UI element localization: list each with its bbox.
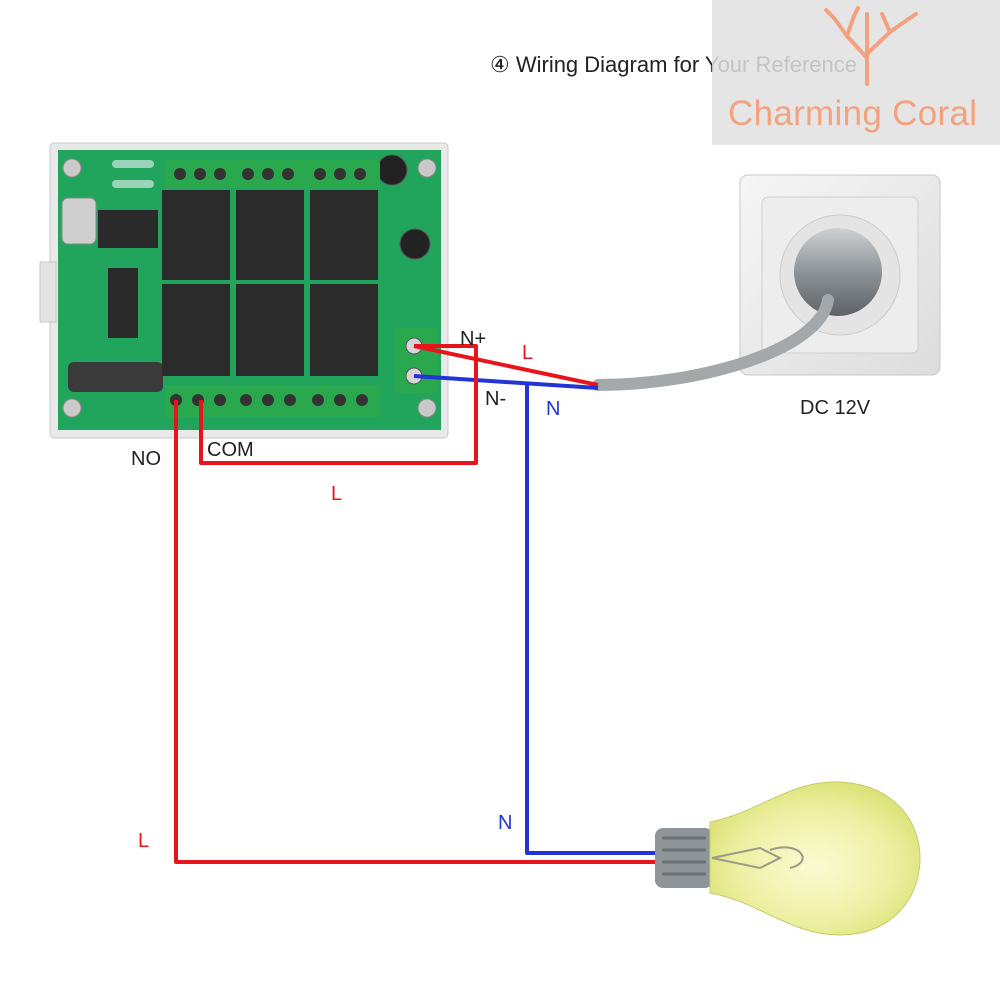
decoder-chip — [98, 210, 158, 248]
resistor — [112, 160, 154, 168]
neutral-lamp-wire — [525, 384, 655, 855]
mounting-hole — [417, 158, 437, 178]
wires — [174, 344, 655, 864]
bottom-terminal-strip — [165, 385, 380, 417]
negative-terminal-label: N- — [485, 388, 506, 410]
mounting-hole — [62, 158, 82, 178]
live-jumper-label: L — [331, 483, 342, 505]
positive-terminal-label: N+ — [460, 328, 486, 350]
neutral-supply-label: N — [546, 398, 560, 420]
mounting-hole — [417, 398, 437, 418]
relay-board — [39, 142, 449, 439]
capacitor — [376, 154, 408, 186]
live-lamp-label: L — [138, 830, 149, 852]
filament — [711, 846, 804, 870]
live-supply-wire — [413, 344, 599, 387]
light-bulb — [655, 781, 921, 936]
capacitor — [399, 228, 431, 260]
top-terminal-strip — [165, 160, 380, 188]
encoder-chip — [108, 268, 138, 338]
mounting-hole — [62, 398, 82, 418]
wall-socket — [592, 174, 941, 391]
no-terminal-label: NO — [131, 448, 161, 470]
crystal — [61, 197, 97, 245]
com-terminal-label: COM — [207, 439, 254, 461]
plug — [794, 228, 882, 316]
labels: N+ N- NO COM L N L L N DC 12V — [131, 328, 871, 852]
resistor — [112, 180, 154, 188]
power-source-label: DC 12V — [800, 397, 871, 419]
antenna-coil — [68, 362, 163, 392]
live-lamp-wire — [174, 400, 655, 864]
live-jumper-wire — [199, 344, 478, 465]
power-cable — [592, 294, 834, 391]
neutral-lamp-label: N — [498, 812, 512, 834]
live-supply-label: L — [522, 342, 533, 364]
relay-block — [162, 190, 378, 376]
neutral-supply-wire — [413, 374, 599, 390]
watermark-panel — [712, 0, 1000, 145]
coral-logo-icon — [824, 6, 918, 86]
watermark-text: Charming Coral — [728, 94, 978, 133]
